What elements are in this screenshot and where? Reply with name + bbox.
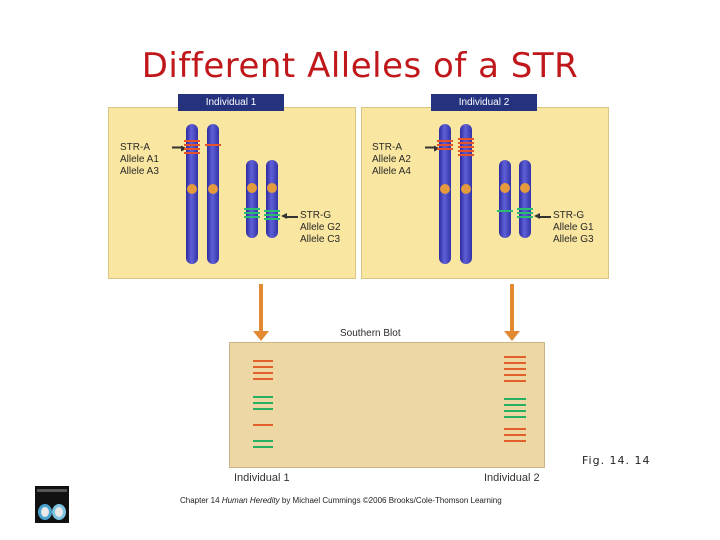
blot-band xyxy=(504,404,526,406)
blot-band xyxy=(504,356,526,358)
blot-lane2-label: Individual 2 xyxy=(484,472,540,484)
figure-label: Fig. 14. 14 xyxy=(582,454,651,467)
individual1-allele-c3: Allele C3 xyxy=(300,234,341,245)
individual1-chromosome-g1 xyxy=(246,160,258,238)
str-band xyxy=(517,216,533,218)
individual2-str-a-label: STR-A xyxy=(372,142,402,153)
str-band xyxy=(497,210,513,212)
str-band xyxy=(184,152,200,154)
blot-band xyxy=(253,396,273,398)
str-band xyxy=(184,144,200,146)
individual2-chromosome-g1 xyxy=(499,160,511,238)
str-band xyxy=(458,146,474,148)
individual1-allele-a1: Allele A1 xyxy=(120,154,159,165)
blot-band xyxy=(253,408,273,410)
southern-blot-title: Southern Blot xyxy=(340,328,401,339)
str-band xyxy=(458,142,474,144)
individual1-str-g-label: STR-G xyxy=(300,210,332,221)
individual1-chromosome-a2 xyxy=(207,124,219,264)
individual1-down-arrow xyxy=(253,284,269,341)
individual2-allele-a2: Allele A2 xyxy=(372,154,411,165)
individual1-centromere-g1 xyxy=(247,183,257,193)
blot-band xyxy=(504,362,526,364)
blot-band xyxy=(253,372,273,374)
individual1-str-a-pointer xyxy=(172,147,182,149)
str-band xyxy=(437,148,453,150)
blot-band xyxy=(504,368,526,370)
individual2-header: Individual 2 xyxy=(431,94,537,111)
blot-band xyxy=(504,374,526,376)
individual1-chromosome-a1 xyxy=(186,124,198,264)
str-band xyxy=(517,212,533,214)
credit-chapter: Chapter 14 xyxy=(180,496,220,505)
blot-band xyxy=(253,440,273,442)
individual2-centromere-a2 xyxy=(461,184,471,194)
str-band xyxy=(184,140,200,142)
blot-band xyxy=(253,402,273,404)
credit-line: Chapter 14 Human Heredity by Michael Cum… xyxy=(180,496,502,505)
str-band xyxy=(458,150,474,152)
blot-band xyxy=(504,428,526,430)
individual1-chromosome-g2 xyxy=(266,160,278,238)
str-band xyxy=(184,148,200,150)
individual2-str-a-pointer xyxy=(425,147,435,149)
blot-band xyxy=(504,380,526,382)
individual2-panel xyxy=(361,107,609,279)
slide-title: Different Alleles of a STR xyxy=(141,46,579,86)
str-band xyxy=(264,218,280,220)
individual2-allele-a4: Allele A4 xyxy=(372,166,411,177)
book-cover-logo xyxy=(35,486,69,523)
str-band xyxy=(244,208,260,210)
str-band xyxy=(437,140,453,142)
individual1-centromere-a2 xyxy=(208,184,218,194)
individual2-str-g-pointer xyxy=(534,213,551,219)
blot-band xyxy=(504,440,526,442)
credit-author: by Michael Cummings ©2006 Brooks/Cole-Th… xyxy=(281,496,502,505)
blot-band xyxy=(253,446,273,448)
blot-band xyxy=(253,378,273,380)
individual1-allele-a3: Allele A3 xyxy=(120,166,159,177)
individual2-centromere-g2 xyxy=(520,183,530,193)
str-band xyxy=(517,208,533,210)
southern-blot-panel xyxy=(229,342,545,468)
individual1-header: Individual 1 xyxy=(178,94,284,111)
str-band xyxy=(244,216,260,218)
individual2-chromosome-g2 xyxy=(519,160,531,238)
individual1-centromere-g2 xyxy=(267,183,277,193)
individual2-centromere-a1 xyxy=(440,184,450,194)
individual2-chromosome-a2 xyxy=(460,124,472,264)
individual1-str-a-label: STR-A xyxy=(120,142,150,153)
individual2-str-g-label: STR-G xyxy=(553,210,585,221)
individual2-chromosome-a1 xyxy=(439,124,451,264)
blot-band xyxy=(504,410,526,412)
blot-lane1-label: Individual 1 xyxy=(234,472,290,484)
individual2-allele-g3: Allele G3 xyxy=(553,234,594,245)
credit-book-title: Human Heredity xyxy=(221,496,280,505)
blot-band xyxy=(504,416,526,418)
blot-band xyxy=(253,366,273,368)
str-band xyxy=(437,144,453,146)
str-band xyxy=(458,138,474,140)
individual2-down-arrow xyxy=(504,284,520,341)
blot-band xyxy=(504,398,526,400)
str-band xyxy=(244,212,260,214)
str-band xyxy=(458,154,474,156)
str-band xyxy=(264,210,280,212)
blot-band xyxy=(504,434,526,436)
individual2-centromere-g1 xyxy=(500,183,510,193)
individual1-panel xyxy=(108,107,356,279)
individual1-str-g-pointer xyxy=(281,213,298,219)
individual2-allele-g1: Allele G1 xyxy=(553,222,594,233)
str-band xyxy=(264,214,280,216)
str-band xyxy=(205,144,221,146)
blot-band xyxy=(253,360,273,362)
individual1-centromere-a1 xyxy=(187,184,197,194)
blot-band xyxy=(253,424,273,426)
individual1-allele-g2: Allele G2 xyxy=(300,222,341,233)
